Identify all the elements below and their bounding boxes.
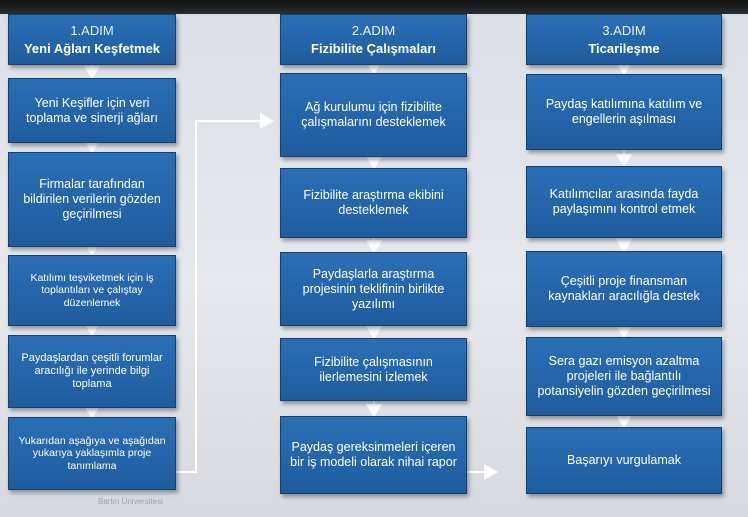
step3-item-1: Paydaş katılımına katılım ve engellerin … (526, 74, 722, 150)
step2-item-3-text: Paydaşlarla araştırma projesinin teklifi… (302, 266, 445, 311)
step1-item-1: Yeni Keşifler için veri toplama ve siner… (8, 78, 176, 143)
connector-step1-to-step2 (176, 113, 274, 473)
step1-item-4-text: Paydaşlardan çeşitli forumlar aracılığı … (21, 351, 163, 391)
step2-item-4: Fizibilite çalışmasının ilerlemesini izl… (280, 338, 467, 401)
footer-watermark: Bartın Üniversitesi (98, 497, 163, 506)
step3-header: 3.ADIM Ticarileşme (526, 14, 722, 65)
step3-title: Ticarileşme (588, 40, 660, 56)
step3-item-4: Sera gazı emisyon azaltma projeleri ile … (526, 337, 722, 416)
step3-item-4-text: Sera gazı emisyon azaltma projeleri ile … (537, 354, 711, 398)
step3-item-5: Başarıyı vurgulamak (526, 427, 722, 494)
step2-title: Fizibilite Çalışmaları (311, 40, 436, 56)
step1-item-3: Katılımı teşviketmek için iş toplantılar… (8, 255, 176, 326)
step1-item-3-text: Katılımı teşviketmek için iş toplantılar… (30, 271, 154, 309)
step3-item-5-text: Başarıyı vurgulamak (567, 453, 681, 467)
step1-item-4: Paydaşlardan çeşitli forumlar aracılığı … (8, 335, 176, 408)
step1-title: Yeni Ağları Keşfetmek (23, 40, 161, 56)
step2-item-5: Paydaş gereksinmeleri içeren bir iş mode… (280, 416, 467, 494)
step3-item-2: Katılımcılar arasında fayda paylaşımını … (526, 166, 722, 238)
step2-item-1-text: Ağ kurulumu için fizibilite çalışmaların… (301, 100, 446, 129)
step1-item-5-text: Yukarıdan aşağıya ve aşağıdan yukarıya y… (18, 434, 166, 472)
step3-item-3: Çeşitli proje finansman kaynakları aracı… (526, 251, 722, 327)
step2-item-2: Fizibilite araştırma ekibini desteklemek (280, 168, 467, 238)
step2-item-4-text: Fizibilite çalışmasının ilerlemesini izl… (314, 354, 433, 384)
step1-item-1-text: Yeni Keşifler için veri toplama ve siner… (25, 95, 158, 125)
step3-item-2-text: Katılımcılar arasında fayda paylaşımını … (549, 187, 699, 216)
step1-header: 1.ADIM Yeni Ağları Keşfetmek (8, 14, 176, 65)
top-band (0, 0, 748, 14)
step1-number: 1.ADIM (70, 22, 114, 38)
step2-header: 2.ADIM Fizibilite Çalışmaları (280, 14, 467, 65)
step2-item-5-text: Paydaş gereksinmeleri içeren bir iş mode… (290, 440, 457, 469)
step1-item-5: Yukarıdan aşağıya ve aşağıdan yukarıya y… (8, 417, 176, 490)
step1-item-2-text: Firmalar tarafından bildirilen verilerin… (23, 177, 161, 221)
step2-item-2-text: Fizibilite araştırma ekibini desteklemek (303, 188, 444, 217)
step2-item-1: Ağ kurulumu için fizibilite çalışmaların… (280, 73, 467, 157)
step3-item-3-text: Çeşitli proje finansman kaynakları aracı… (548, 274, 700, 303)
step2-number: 2.ADIM (351, 22, 396, 38)
step3-number: 3.ADIM (602, 22, 646, 38)
step3-item-1-text: Paydaş katılımına katılım ve engellerin … (545, 97, 703, 126)
step1-item-2: Firmalar tarafından bildirilen verilerin… (8, 152, 176, 247)
step2-item-3: Paydaşlarla araştırma projesinin teklifi… (280, 252, 467, 326)
